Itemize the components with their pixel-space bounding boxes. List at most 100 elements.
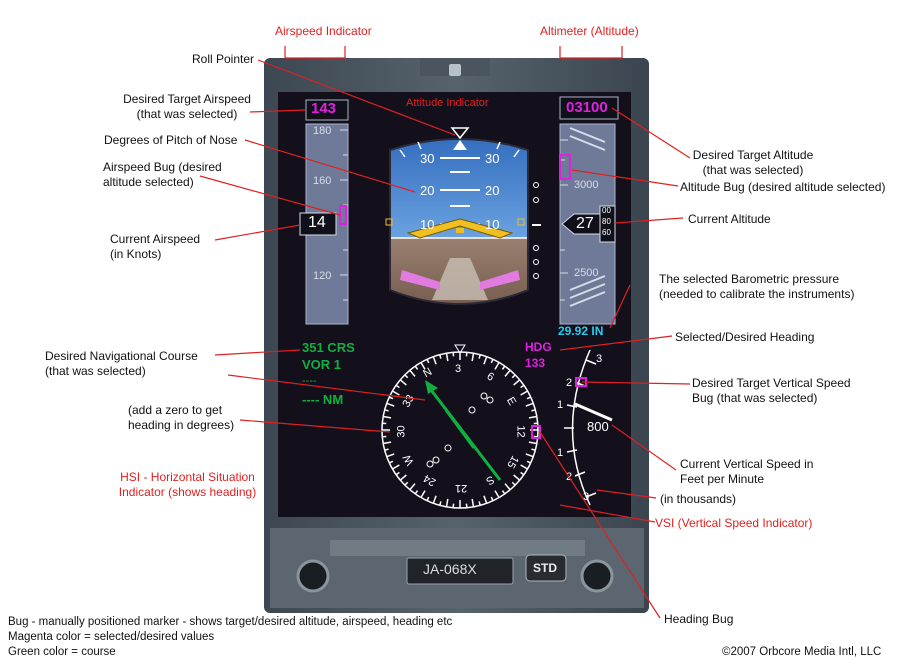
compass-tick [432,495,437,504]
compass-tick [414,365,419,370]
compass-tick [511,481,516,486]
compass-tick [483,495,488,504]
right-knob[interactable] [580,559,614,593]
compass-tick [531,448,536,451]
compass-tick [528,441,537,445]
compass-tick [526,396,532,400]
label-current-airspeed: Current Airspeed(in Knots) [110,232,201,261]
compass-tick [471,498,475,507]
pitch-label: 20 [485,183,500,198]
label-roll-pointer: Roll Pointer [192,52,255,66]
compass-tick [386,402,395,407]
label-degrees-of-pitch: Degrees of Pitch of Nose [104,133,238,147]
compass-tick [520,390,528,396]
label-heading-bug: Heading Bug [664,612,734,626]
label-altimeter: Altimeter (Altitude) [540,24,639,38]
altitude-tick: 2500 [574,267,599,279]
footer-notes: Bug - manually positioned marker - shows… [8,615,452,660]
compass-tick [388,460,394,464]
compass-tick [384,409,389,412]
target-airspeed: 143 [311,100,337,117]
compass-tick [525,402,534,407]
tail-plate [406,557,514,585]
compass-tick [392,390,400,396]
current-altitude: 27 [576,215,594,232]
label-in-thousands: (in thousands) [660,492,737,506]
compass-tick [520,464,528,470]
baro-setting: 29.92 IN [558,324,604,338]
compass-tick [439,354,442,359]
compass-tick [490,358,494,364]
compass-tick [483,356,488,365]
pitch-label: 20 [420,183,435,198]
footer-line: Magenta color = selected/desired values [8,631,215,643]
roll-pointer-top [450,127,470,140]
compass-tick [520,384,525,389]
compass-tick [399,474,407,481]
airspeed-tick: 180 [313,125,332,137]
hdg-label: HDG [525,340,552,354]
compass-tick [490,496,494,502]
vs-scale: 3 [596,353,603,365]
compass-tick [399,379,407,386]
compass-tick [395,384,400,389]
compass-tick [386,453,395,458]
hdg-value: 133 [525,356,546,370]
compass-label: 3 [455,363,462,375]
nm-readout: ---- NM [302,392,344,407]
label-altitude-bug: Altitude Bug (desired altitude selected) [680,180,886,194]
compass-tick [426,496,430,502]
airspeed-readout-box [299,212,337,236]
vertical-speed-indicator [564,349,613,506]
vs-scale: 1 [557,447,564,459]
compass-tick [388,396,394,400]
std-label: STD [533,561,557,575]
compass-tick [439,501,442,506]
compass-tick [513,474,521,481]
pitch-label: 10 [420,217,435,232]
dist-dashes: ---- [302,375,317,387]
compass-tick [504,369,511,377]
vs-scale: 3 [583,491,590,503]
compass-tick [445,353,449,362]
compass-tick [395,471,400,476]
compass-tick [414,490,419,495]
label-desired-nav-course: Desired Navigational Course(that was sel… [45,349,198,378]
compass-tick [392,464,400,470]
compass-tick [420,490,426,498]
label-vsi: VSI (Vertical Speed Indicator) [655,516,813,530]
pitch-label: 10 [485,217,500,232]
compass-tick [511,374,516,379]
label-desired-target-altitude: Desired Target Altitude(that was selecte… [692,148,814,177]
compass-tick [494,362,500,370]
label-barometric: The selected Barometric pressure(needed … [659,272,855,301]
altitude-roll: 00 [602,206,611,215]
compass-tick [409,369,416,377]
pitch-label: 30 [485,151,500,166]
altitude-tick: 3000 [574,179,599,191]
compass-tick [531,409,536,412]
airspeed-tick: 120 [313,270,332,282]
compass-tick [501,490,506,495]
current-airspeed: 14 [308,214,326,231]
compass-tick [471,353,475,362]
footer-line: Green color = course [8,646,116,658]
compass-tick [528,415,537,419]
left-knob[interactable] [296,559,330,593]
airspeed-tick: 160 [313,175,332,187]
compass-tick [404,374,409,379]
pitch-label: 30 [420,151,435,166]
compass-tick [494,490,500,498]
course-readout: 351 CRS [302,340,355,355]
compass-tick [409,483,416,491]
altitude-roll: 80 [602,217,611,226]
compass-tick [478,354,481,359]
compass-tick [513,379,521,386]
vs-value: 800 [587,419,609,434]
std-button[interactable] [525,554,567,582]
compass-tick [384,448,389,451]
